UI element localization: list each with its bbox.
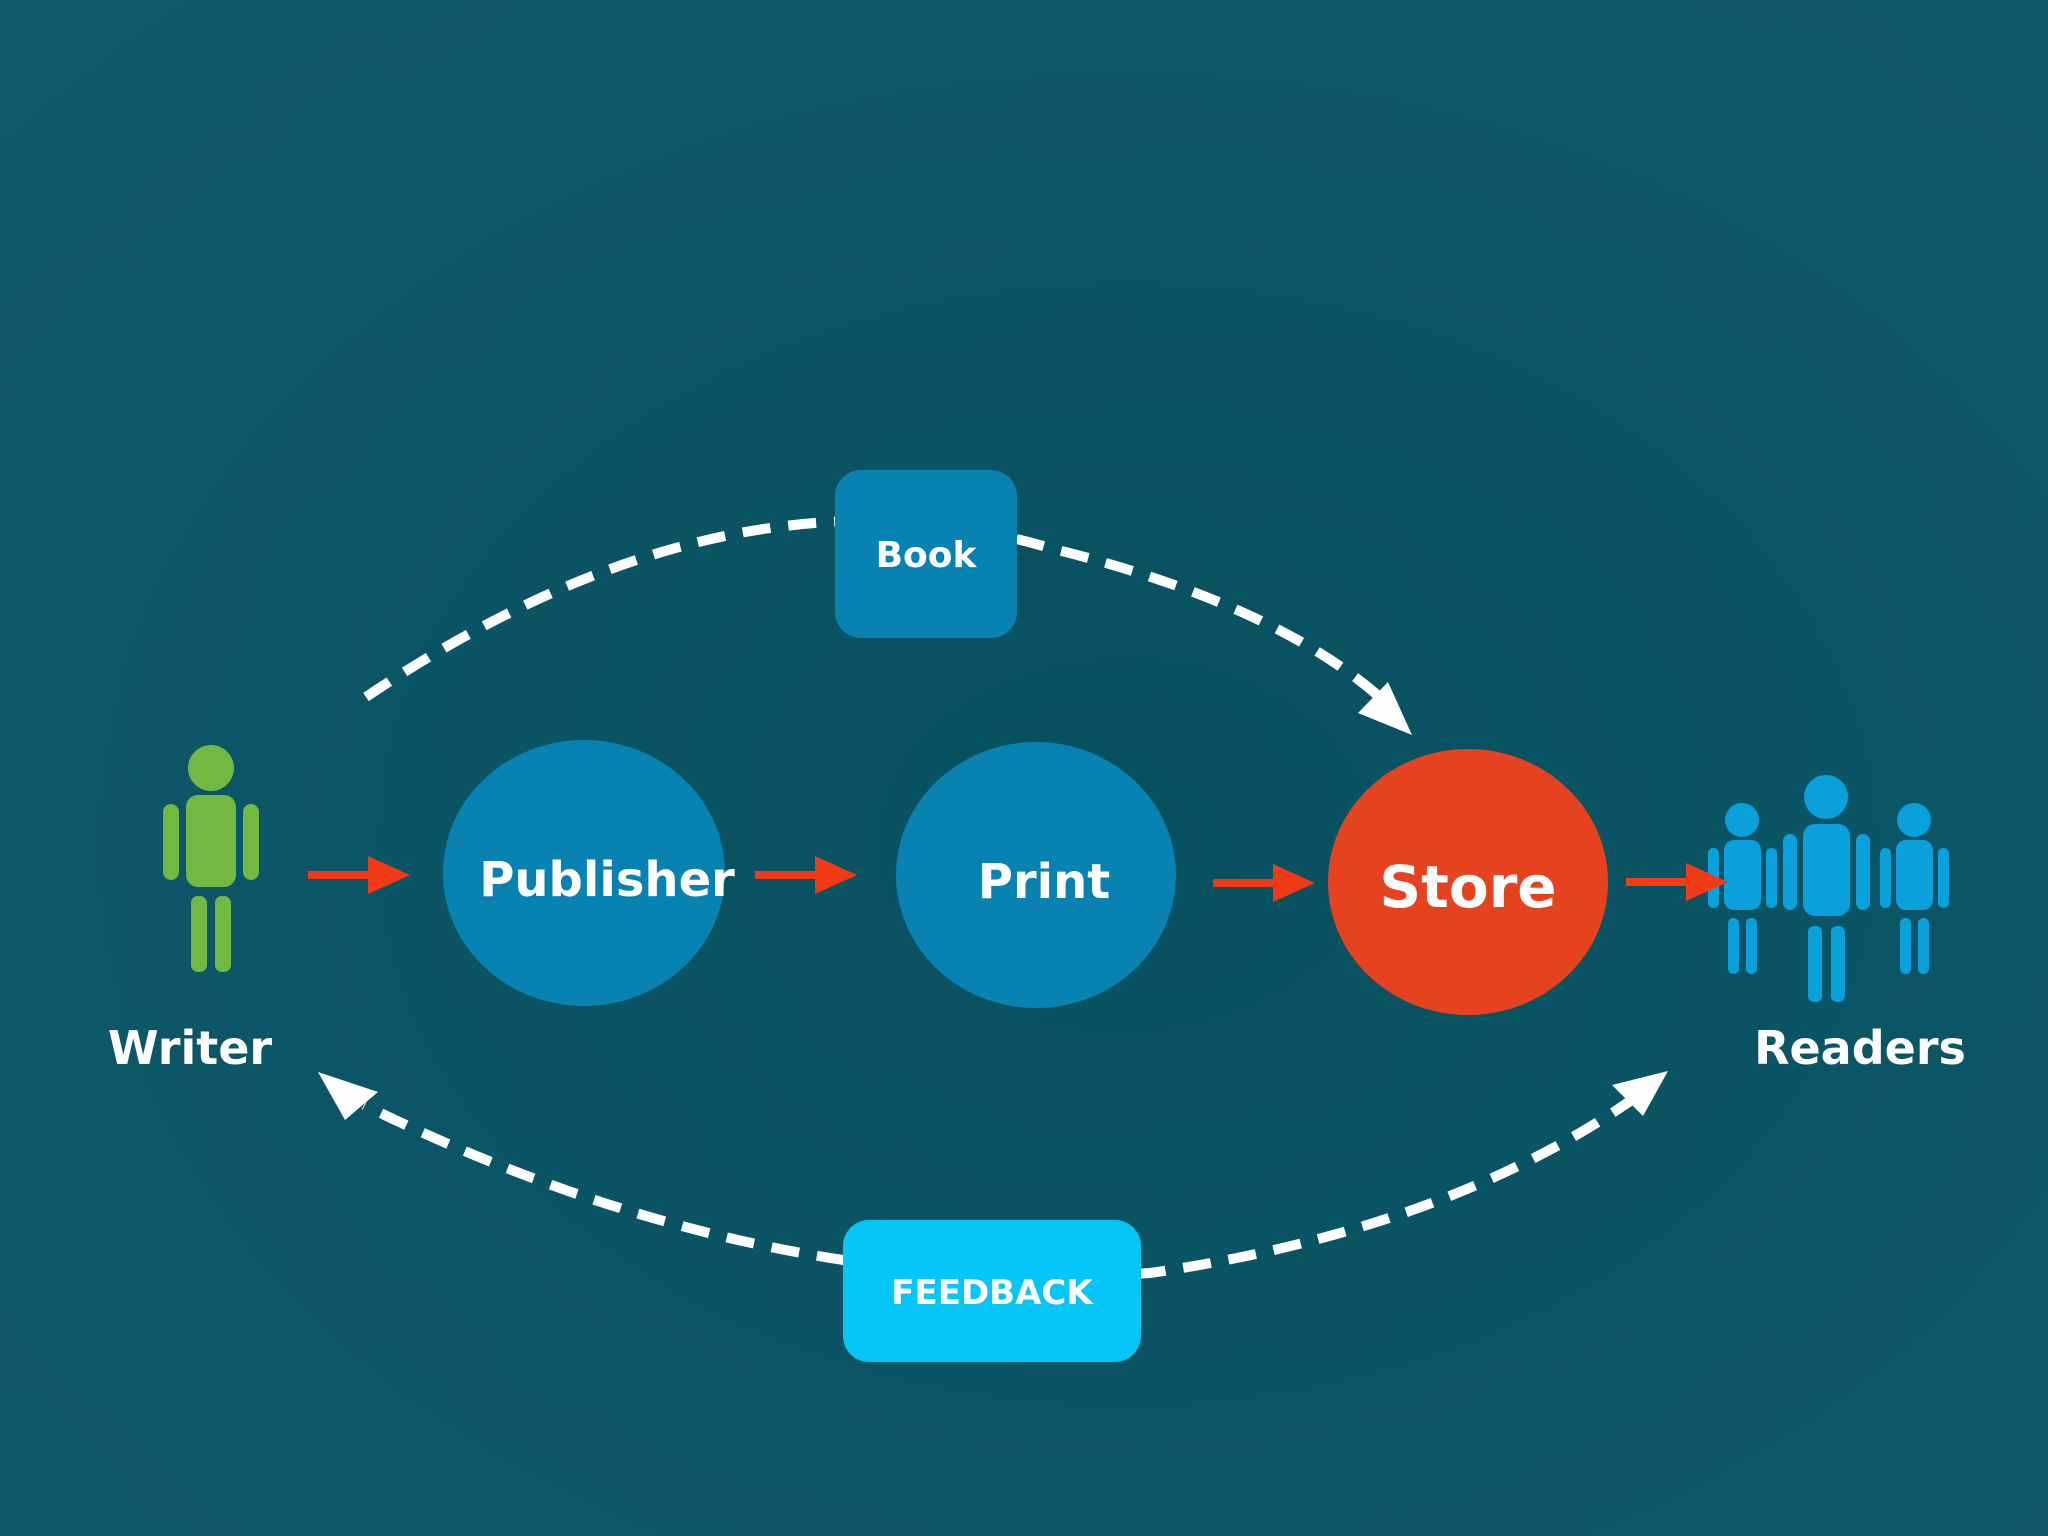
print-node: Print bbox=[896, 742, 1176, 1008]
print-label: Print bbox=[978, 854, 1110, 910]
flow-arrow-store-readers bbox=[1626, 863, 1728, 901]
book-arrowhead bbox=[1358, 682, 1412, 735]
store-node: Store bbox=[1328, 749, 1608, 1015]
writer-label: Writer bbox=[108, 1021, 273, 1075]
flow-arrow-writer-publisher bbox=[308, 856, 410, 894]
book-box: Book bbox=[835, 470, 1017, 638]
store-label: Store bbox=[1379, 853, 1556, 921]
book-label: Book bbox=[876, 535, 978, 576]
flow-arrow-publisher-print bbox=[755, 856, 857, 894]
feedback-box: FEEDBACK bbox=[843, 1220, 1141, 1362]
flow-arrow-print-store bbox=[1213, 864, 1315, 902]
feedback-arrowhead-writer bbox=[318, 1072, 378, 1120]
readers-label: Readers bbox=[1754, 1021, 1966, 1075]
publisher-node: Publisher bbox=[443, 740, 735, 1006]
publisher-label: Publisher bbox=[479, 852, 735, 908]
feedback-label: FEEDBACK bbox=[891, 1273, 1094, 1313]
person-icon bbox=[163, 745, 259, 972]
feedback-arrowhead-readers bbox=[1612, 1071, 1668, 1116]
group-of-people-icon bbox=[1708, 775, 1949, 1002]
